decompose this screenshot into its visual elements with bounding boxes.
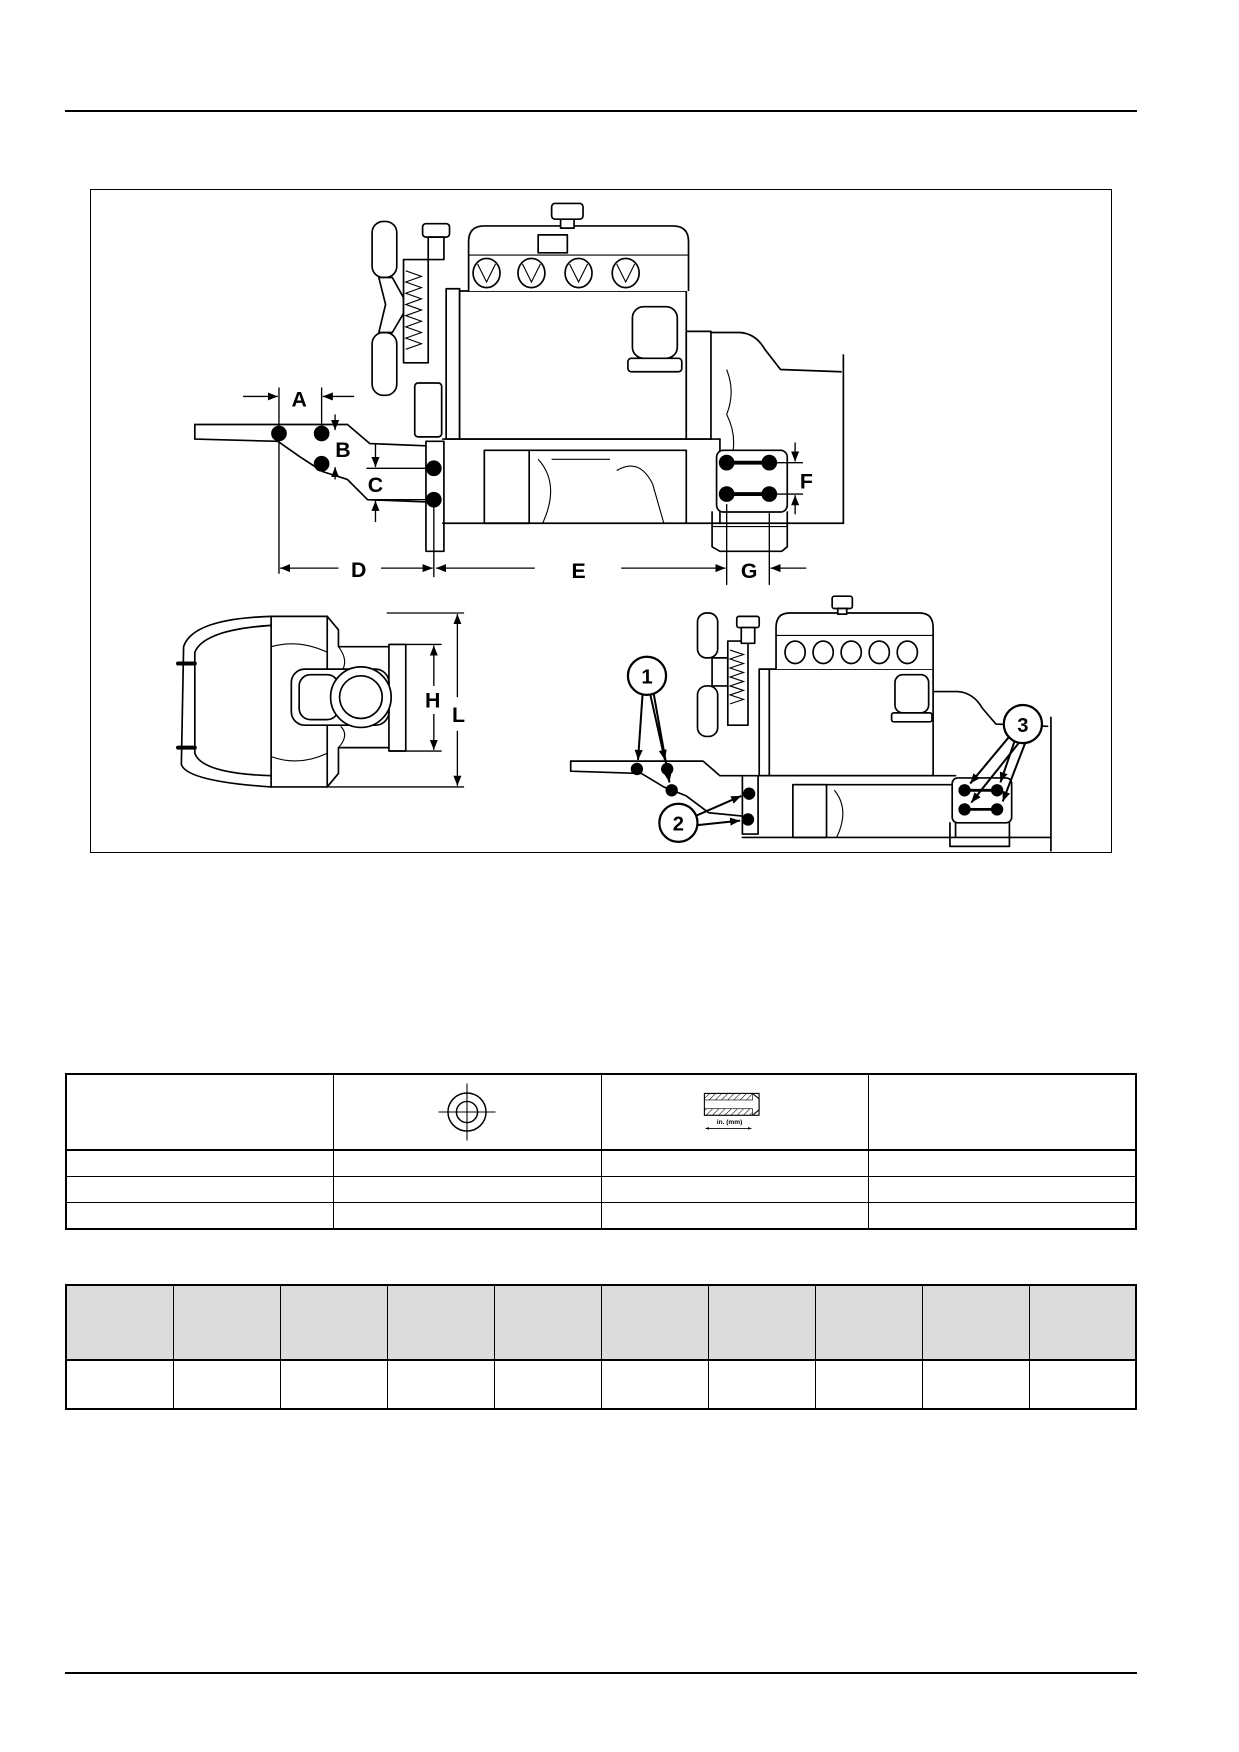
oil-filter — [627, 305, 683, 373]
mounting-table-header-cell — [868, 1073, 1137, 1151]
mounting-table-header-cell: in. (mm) — [600, 1073, 869, 1151]
mounting-point-dots — [271, 425, 778, 508]
dimension-a: A — [243, 387, 355, 574]
dimension-table-row — [65, 1359, 1137, 1410]
mounting-table-header-cell — [65, 1073, 334, 1151]
timing-cover — [445, 287, 461, 440]
header-rule — [65, 110, 1137, 112]
mounting-table-row — [65, 1176, 1137, 1203]
dimension-table-cell — [814, 1359, 923, 1410]
footer-rule — [65, 1672, 1137, 1674]
callout-3: 3 — [969, 703, 1044, 804]
dimension-values-table — [65, 1284, 1137, 1410]
dimension-label-e: E — [571, 559, 585, 583]
valve-cover — [467, 202, 690, 291]
mounting-table-cell — [868, 1176, 1137, 1203]
mounting-table-row — [65, 1202, 1137, 1230]
dimension-label-g: G — [741, 559, 758, 583]
dimension-f: F — [776, 442, 813, 515]
dimension-table-cell — [65, 1359, 174, 1410]
dimension-table-header-cell — [1028, 1284, 1137, 1361]
mounting-table-header-cell — [333, 1073, 602, 1151]
mounting-table-cell — [600, 1176, 869, 1203]
dimension-c: C — [366, 443, 426, 523]
dimension-table-cell — [600, 1359, 709, 1410]
callout-1: 1 — [626, 655, 672, 783]
dimension-e: E — [436, 504, 728, 585]
front-pulley — [402, 222, 451, 438]
mounting-bolt-table: in. (mm) — [65, 1073, 1137, 1230]
dimension-table-body — [65, 1359, 1137, 1410]
mounting-table-row — [65, 1149, 1137, 1177]
dimension-label-d: D — [351, 558, 366, 582]
bore-dimension-caption: in. (mm) — [717, 1119, 742, 1126]
engine-callout-view: 1 2 3 — [569, 595, 1052, 852]
dimension-table-header-row — [65, 1284, 1137, 1361]
mounting-table-cell — [868, 1202, 1137, 1230]
dimension-label-b: B — [335, 438, 350, 462]
mounting-table-cell — [600, 1202, 869, 1230]
mounting-table-cell — [333, 1202, 602, 1230]
dimension-table-header-cell — [707, 1284, 816, 1361]
dimension-table-cell — [386, 1359, 495, 1410]
dimension-b: B — [331, 414, 351, 480]
dimension-h: H — [388, 643, 442, 752]
engine-mounting-drawing: A B C — [176, 202, 1052, 852]
mounting-table-cell — [333, 1176, 602, 1203]
dimension-label-c: C — [368, 473, 383, 497]
dimension-table-cell — [1028, 1359, 1137, 1410]
dimension-table-header-cell — [65, 1284, 174, 1361]
dimension-d: D — [280, 506, 435, 582]
dimension-table-header-cell — [279, 1284, 388, 1361]
mounting-table-cell — [65, 1149, 334, 1177]
dimension-table-header-cell — [600, 1284, 709, 1361]
engine-side-view: A B C — [193, 202, 845, 585]
callout-number-1: 1 — [641, 667, 652, 689]
mounting-table-cell — [868, 1149, 1137, 1177]
dimension-table-header-cell — [921, 1284, 1030, 1361]
dimension-l: L — [327, 612, 465, 788]
dimension-table-cell — [493, 1359, 602, 1410]
mounting-table-cell — [600, 1149, 869, 1177]
dimension-label-a: A — [291, 388, 306, 412]
mounting-table-header-row: in. (mm) — [65, 1073, 1137, 1151]
dimension-label-h: H — [425, 688, 440, 712]
callout-2: 2 — [658, 794, 742, 844]
dimension-g: G — [741, 513, 807, 585]
oil-filler-cap — [550, 202, 584, 221]
oil-pan — [441, 438, 845, 525]
dimension-label-f: F — [800, 469, 813, 493]
dimension-table-cell — [279, 1359, 388, 1410]
engine-mounting-figure: A B C — [90, 189, 1112, 853]
dimension-table-cell — [707, 1359, 816, 1410]
mounting-table-cell — [333, 1149, 602, 1177]
mounting-table-cell — [65, 1202, 334, 1230]
dimension-table-header-cell — [386, 1284, 495, 1361]
callout-number-2: 2 — [673, 814, 684, 836]
dimension-table-header-cell — [172, 1284, 281, 1361]
front-support-bracket — [193, 423, 427, 503]
mounting-table-cell — [65, 1176, 334, 1203]
threaded-bore-dimension-icon: in. (mm) — [700, 1090, 770, 1134]
dimension-table-cell — [172, 1359, 281, 1410]
dimension-table-header-cell — [814, 1284, 923, 1361]
mounting-table-body — [65, 1149, 1137, 1230]
crosshair-hole-icon — [430, 1080, 504, 1144]
callout-number-3: 3 — [1017, 715, 1028, 737]
cooling-fan — [371, 220, 405, 397]
dimension-table-cell — [921, 1359, 1030, 1410]
dimension-label-l: L — [452, 703, 465, 727]
dimension-table-header-cell — [493, 1284, 602, 1361]
callout-mount-dots — [630, 762, 1004, 826]
engine-plan-view: H L — [176, 612, 465, 788]
